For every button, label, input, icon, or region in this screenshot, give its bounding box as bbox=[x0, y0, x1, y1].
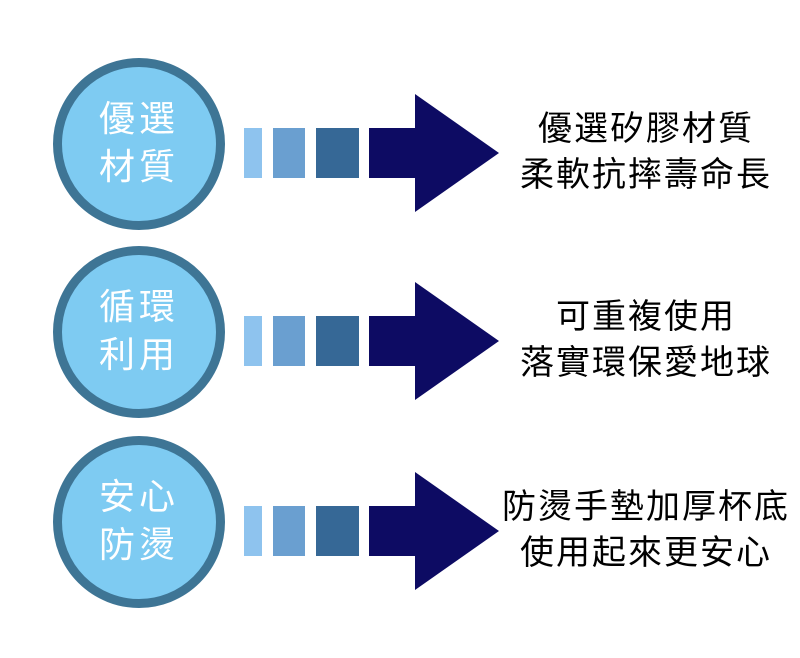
feature-badge: 循環 利用 bbox=[53, 246, 225, 418]
feature-row-reuse: 循環 利用 可重複使用 落實環保愛地球 bbox=[0, 246, 800, 436]
step-square-dark bbox=[316, 128, 359, 178]
description-line-2: 使用起來更安心 bbox=[520, 533, 772, 573]
step-square-dark bbox=[316, 316, 359, 366]
step-square-mid bbox=[273, 506, 305, 556]
description-line-2: 柔軟抗摔壽命長 bbox=[520, 155, 772, 195]
badge-line-2: 防燙 bbox=[98, 525, 179, 566]
feature-description: 防燙手墊加厚杯底 使用起來更安心 bbox=[496, 484, 796, 576]
badge-line-1: 循環 bbox=[98, 287, 179, 328]
feature-description: 優選矽膠材質 柔軟抗摔壽命長 bbox=[496, 106, 796, 198]
feature-badge: 安心 防燙 bbox=[53, 436, 225, 608]
feature-row-material: 優選 材質 優選矽膠材質 柔軟抗摔壽命長 bbox=[0, 58, 800, 248]
description-line-2: 落實環保愛地球 bbox=[520, 343, 772, 383]
step-square-mid bbox=[273, 316, 305, 366]
badge-line-1: 安心 bbox=[98, 477, 179, 518]
step-square-light bbox=[244, 316, 262, 366]
description-line-1: 優選矽膠材質 bbox=[538, 109, 754, 149]
description-line-1: 可重複使用 bbox=[556, 297, 736, 337]
badge-line-2: 材質 bbox=[98, 147, 179, 188]
feature-row-heat-proof: 安心 防燙 防燙手墊加厚杯底 使用起來更安心 bbox=[0, 436, 800, 626]
description-line-1: 防燙手墊加厚杯底 bbox=[502, 487, 790, 527]
feature-description: 可重複使用 落實環保愛地球 bbox=[496, 294, 796, 386]
step-square-light bbox=[244, 506, 262, 556]
step-square-light bbox=[244, 128, 262, 178]
step-square-mid bbox=[273, 128, 305, 178]
badge-line-2: 利用 bbox=[98, 335, 179, 376]
arrow-right-icon bbox=[369, 94, 499, 212]
step-square-dark bbox=[316, 506, 359, 556]
arrow-right-icon bbox=[369, 282, 499, 400]
arrow-right-icon bbox=[369, 472, 499, 590]
badge-line-1: 優選 bbox=[98, 99, 179, 140]
feature-badge: 優選 材質 bbox=[53, 58, 225, 230]
